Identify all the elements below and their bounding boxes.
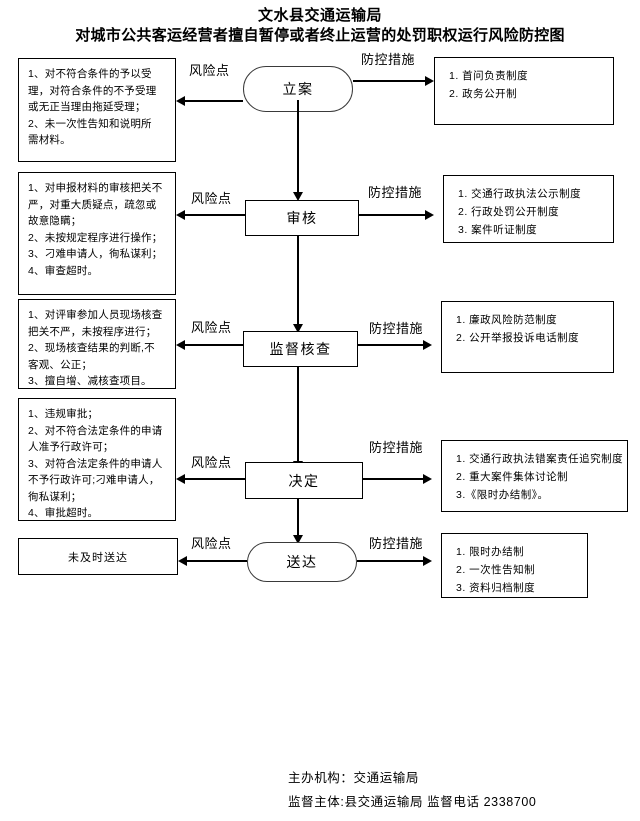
measure-line: 3. 案件听证制度 xyxy=(458,224,538,236)
page-title-org: 文水县交通运输局 xyxy=(257,7,382,24)
arrow-measure-3 xyxy=(423,340,432,350)
edge-label-risk-4: 风险点 xyxy=(190,452,233,471)
measure-line: 3.《限时办结制》。 xyxy=(456,489,549,501)
connector-measure-4 xyxy=(363,478,423,480)
measure-box-row-4: 1. 交通行政执法错案责任追究制度 2. 重大案件集体讨论制 3.《限时办结制》… xyxy=(441,440,628,512)
process-node-5[interactable]: 送达 xyxy=(247,542,357,582)
risk-line: 2、未按规定程序进行操作； xyxy=(28,231,163,244)
measure-box-row-2: 1. 交通行政执法公示制度 2. 行政处罚公开制度 3. 案件听证制度 xyxy=(443,175,614,243)
footer-host-organization: 主办机构：交通运输局 xyxy=(288,771,420,785)
risk-line: 1、对不符合条件的予以受 xyxy=(28,68,152,80)
connector-measure-3 xyxy=(358,344,423,346)
connector-measure-2 xyxy=(359,214,425,216)
risk-line: 2、现场核查结果的判断,不 xyxy=(28,342,155,354)
risk-line: 4、审批超时。 xyxy=(28,507,99,519)
risk-line: 1、对申报材料的审核把关不 xyxy=(28,182,163,194)
flow-arrow-4-5 xyxy=(293,535,303,544)
connector-measure-5 xyxy=(357,560,423,562)
edge-label-measure-1: 防控措施 xyxy=(360,49,417,68)
flow-connector-1-2 xyxy=(297,100,299,192)
risk-line: 严，对重大质疑点，疏忽或 xyxy=(28,198,157,211)
risk-line: 需材料。 xyxy=(28,134,71,146)
edge-label-risk-1: 风险点 xyxy=(188,60,231,79)
measure-box-row-5: 1. 限时办结制 2. 一次性告知制 3. 资料归档制度 xyxy=(441,533,588,598)
measure-line: 2. 政务公开制 xyxy=(449,88,518,100)
process-node-3[interactable]: 监督核查 xyxy=(243,331,358,367)
risk-box-row-5: 未及时送达 xyxy=(18,538,178,575)
edge-label-risk-2: 风险点 xyxy=(190,188,233,207)
risk-box-row-4: 1、违规审批； 2、对不符合法定条件的申请 人准予行政许可； 3、对符合法定条件… xyxy=(18,398,176,521)
arrow-measure-5 xyxy=(423,556,432,566)
arrow-risk-2 xyxy=(176,210,185,220)
connector-risk-1 xyxy=(185,100,243,102)
measure-line: 1. 交通行政执法公示制度 xyxy=(458,188,582,200)
edge-label-risk-5: 风险点 xyxy=(190,533,233,552)
measure-line: 1. 限时办结制 xyxy=(456,546,525,558)
risk-line: 1、违规审批； xyxy=(28,408,99,420)
risk-line: 或无正当理由拖延受理； xyxy=(28,101,146,113)
process-node-4[interactable]: 决定 xyxy=(245,462,363,499)
risk-box-row-2: 1、对申报材料的审核把关不 严，对重大质疑点，疏忽或 故意隐瞒； 2、未按规定程… xyxy=(18,172,176,295)
risk-line: 2、未一次性告知和说明所 xyxy=(28,117,152,130)
measure-line: 1. 交通行政执法错案责任追究制度 xyxy=(456,453,624,465)
risk-line: 徇私谋利； xyxy=(28,490,82,503)
process-node-2[interactable]: 审核 xyxy=(245,200,359,236)
risk-line: 未及时送达 xyxy=(68,551,128,564)
arrow-risk-4 xyxy=(176,474,185,484)
risk-line: 4、审查超时。 xyxy=(28,264,99,277)
connector-risk-2 xyxy=(185,214,245,216)
measure-line: 3. 资料归档制度 xyxy=(456,582,536,594)
measure-box-row-1: 1. 首问负责制度 2. 政务公开制 xyxy=(434,57,614,125)
measure-box-row-3: 1. 廉政风险防范制度 2. 公开举报投诉电话制度 xyxy=(441,301,614,373)
risk-line: 3、擅自增、减核查项目。 xyxy=(28,375,152,387)
edge-label-risk-3: 风险点 xyxy=(190,317,233,336)
arrow-measure-2 xyxy=(425,210,434,220)
flow-arrow-1-2 xyxy=(293,192,303,201)
measure-line: 2. 行政处罚公开制度 xyxy=(458,206,560,218)
connector-risk-5 xyxy=(187,560,247,562)
arrow-measure-4 xyxy=(423,474,432,484)
measure-line: 2. 公开举报投诉电话制度 xyxy=(456,332,580,344)
risk-line: 2、对不符合法定条件的申请 xyxy=(28,424,163,437)
risk-line: 人准予行政许可； xyxy=(28,441,114,453)
flow-connector-3-4 xyxy=(297,367,299,461)
risk-box-row-1: 1、对不符合条件的予以受 理，对符合条件的不予受理 或无正当理由拖延受理； 2、… xyxy=(18,58,176,162)
flow-connector-4-5 xyxy=(297,499,299,535)
edge-label-measure-3: 防控措施 xyxy=(368,318,425,337)
flow-connector-2-3 xyxy=(297,236,299,324)
risk-line: 不予行政许可;刁难申请人， xyxy=(28,474,160,486)
risk-line: 1、对评审参加人员现场核查 xyxy=(28,309,163,321)
flow-arrow-2-3 xyxy=(293,324,303,333)
risk-line: 3、对符合法定条件的申请人 xyxy=(28,457,163,470)
edge-label-measure-5: 防控措施 xyxy=(368,533,425,552)
edge-label-measure-4: 防控措施 xyxy=(368,437,425,456)
page-title-document: 对城市公共客运经营者擅自暂停或者终止运营的处罚职权运行风险防控图 xyxy=(75,27,565,44)
connector-measure-1 xyxy=(353,80,425,82)
connector-risk-3 xyxy=(185,344,243,346)
measure-line: 1. 首问负责制度 xyxy=(449,70,529,82)
footer-supervision-info: 监督主体:县交通运输局 监督电话 2338700 xyxy=(288,795,537,809)
measure-line: 2. 一次性告知制 xyxy=(456,564,536,576)
arrow-risk-5 xyxy=(178,556,187,566)
edge-label-measure-2: 防控措施 xyxy=(367,182,424,201)
connector-risk-4 xyxy=(185,478,245,480)
risk-line: 3、刁难申请人，徇私谋利； xyxy=(28,248,163,260)
arrow-measure-1 xyxy=(425,76,434,86)
arrow-risk-3 xyxy=(176,340,185,350)
measure-line: 2. 重大案件集体讨论制 xyxy=(456,471,569,483)
risk-line: 把关不严，未按程序进行； xyxy=(28,325,157,338)
risk-box-row-3: 1、对评审参加人员现场核查 把关不严，未按程序进行； 2、现场核查结果的判断,不… xyxy=(18,299,176,389)
risk-line: 理，对符合条件的不予受理 xyxy=(28,84,157,97)
arrow-risk-1 xyxy=(176,96,185,106)
risk-line: 客观、公正； xyxy=(28,358,93,371)
measure-line: 1. 廉政风险防范制度 xyxy=(456,314,558,326)
risk-line: 故意隐瞒； xyxy=(28,215,82,227)
